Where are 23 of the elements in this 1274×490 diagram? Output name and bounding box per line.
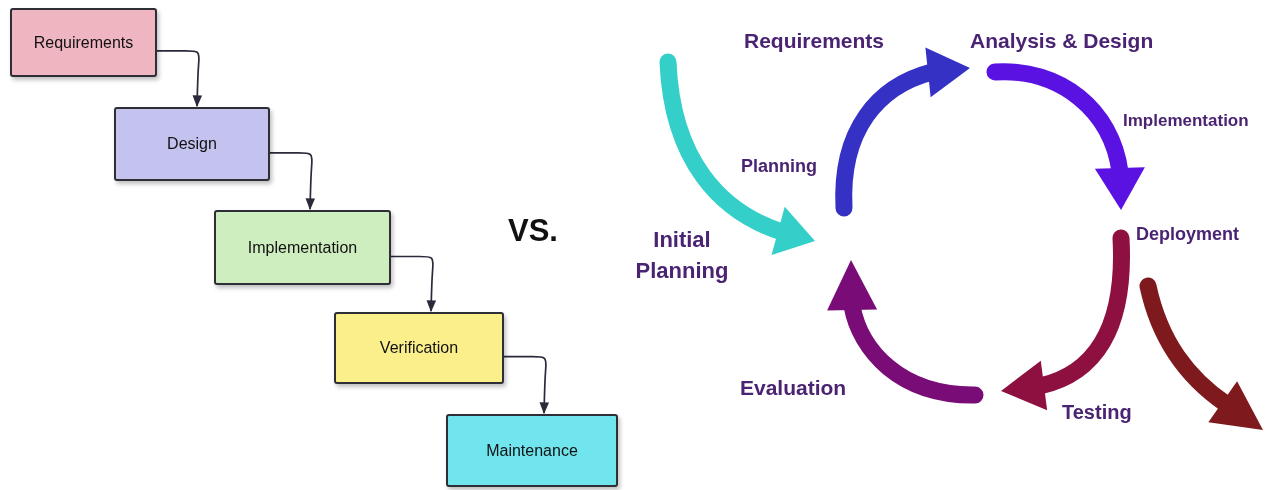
stage-label: Planning: [741, 156, 817, 178]
step-label: Design: [167, 135, 217, 153]
stage-label: Initial Planning: [634, 226, 730, 285]
connector-arrow: [503, 355, 550, 415]
step-label: Verification: [379, 339, 459, 357]
connector-arrow: [390, 255, 437, 313]
connector-arrow: [269, 152, 316, 211]
stage-label: Requirements: [744, 28, 885, 54]
process-box: [334, 312, 504, 384]
step-label: Requirements: [33, 33, 134, 52]
stage-label: Deployment: [1136, 224, 1240, 246]
stage-label: Testing: [1062, 400, 1132, 424]
process-box: [446, 414, 618, 487]
step-label: Maintenance: [486, 441, 578, 460]
process-box: [10, 8, 157, 77]
step-label: Implementation: [247, 238, 358, 257]
connector-arrow: [156, 49, 203, 108]
stage-label: Implementation: [1123, 111, 1249, 132]
vs-text: VS.: [508, 212, 558, 250]
stage-label: Analysis & Design: [970, 28, 1154, 54]
stage-label: Evaluation: [740, 375, 847, 401]
process-box: [114, 107, 270, 181]
process-box: [214, 210, 391, 285]
